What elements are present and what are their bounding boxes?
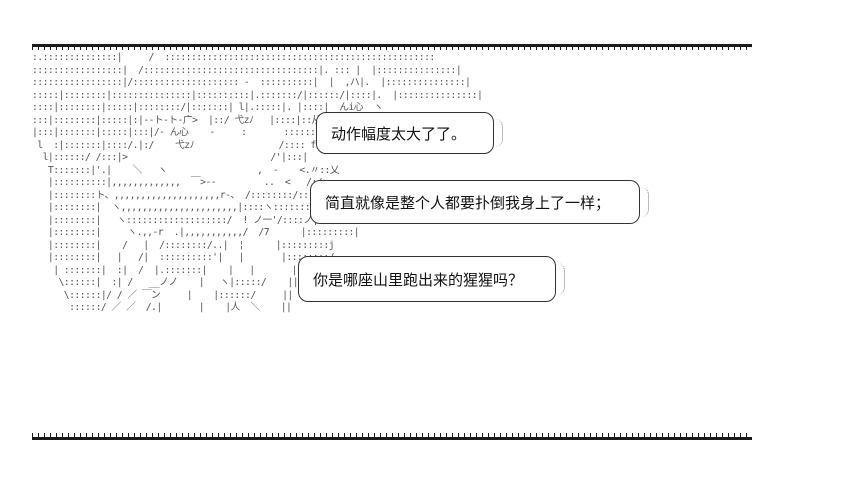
speech-bubble-2: 简直就像是整个人都要扑倒我身上了一样； [310, 180, 649, 224]
speech-bubble-3: 你是哪座山里跑出来的猩猩吗？ [298, 256, 565, 302]
ascii-art-text: :.::::::::::::::| / ::::::::::::::::::::… [32, 52, 483, 313]
top-border-rule [32, 44, 752, 50]
bottom-border-rule [32, 433, 752, 440]
ascii-art-figure: :.::::::::::::::| / ::::::::::::::::::::… [32, 52, 752, 436]
speech-bubble-1-text: 动作幅度太大了了。 [331, 124, 467, 143]
speech-bubble-2-text: 简直就像是整个人都要扑倒我身上了一样； [325, 193, 611, 212]
speech-bubble-3-text: 你是哪座山里跑出来的猩猩吗？ [313, 270, 524, 289]
speech-bubble-1: 动作幅度太大了了。 [316, 112, 503, 154]
